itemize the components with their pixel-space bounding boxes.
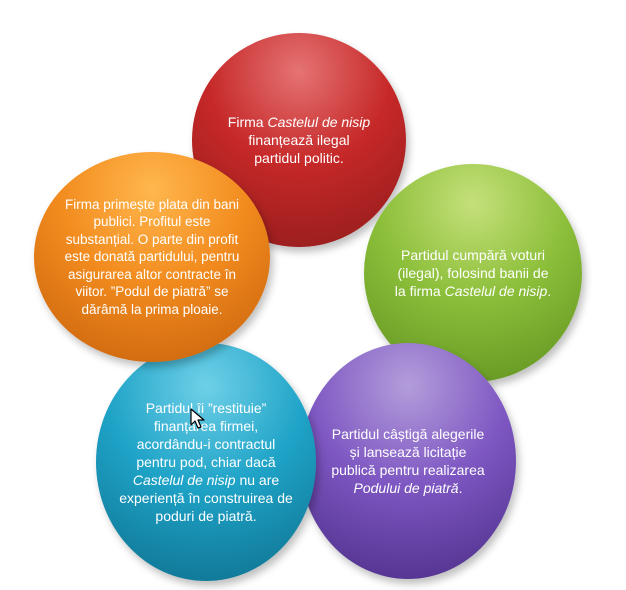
step-circle-purple: Partidul câștigă alegerile și lansează l… bbox=[300, 343, 516, 579]
step-circle-orange: Firma primește plata din bani publici. P… bbox=[34, 152, 270, 362]
mouse-pointer-icon bbox=[190, 408, 205, 429]
step-circle-green: Partidul cumpără voturi (ilegal), folosi… bbox=[364, 164, 582, 382]
step-circle-blue: Partidul îi ”restituie” finanțarea firme… bbox=[96, 343, 316, 581]
step-text-5: Firma primește plata din bani publici. P… bbox=[64, 196, 240, 317]
step-text-2: Partidul cumpără voturi (ilegal), folosi… bbox=[394, 247, 552, 299]
step-text-1: Firma Castelul de nisip finanțează ilega… bbox=[227, 114, 371, 166]
step-text-3: Partidul câștigă alegerile și lansează l… bbox=[331, 426, 485, 496]
step-text-4: Partidul îi ”restituie” finanțarea firme… bbox=[119, 400, 293, 524]
